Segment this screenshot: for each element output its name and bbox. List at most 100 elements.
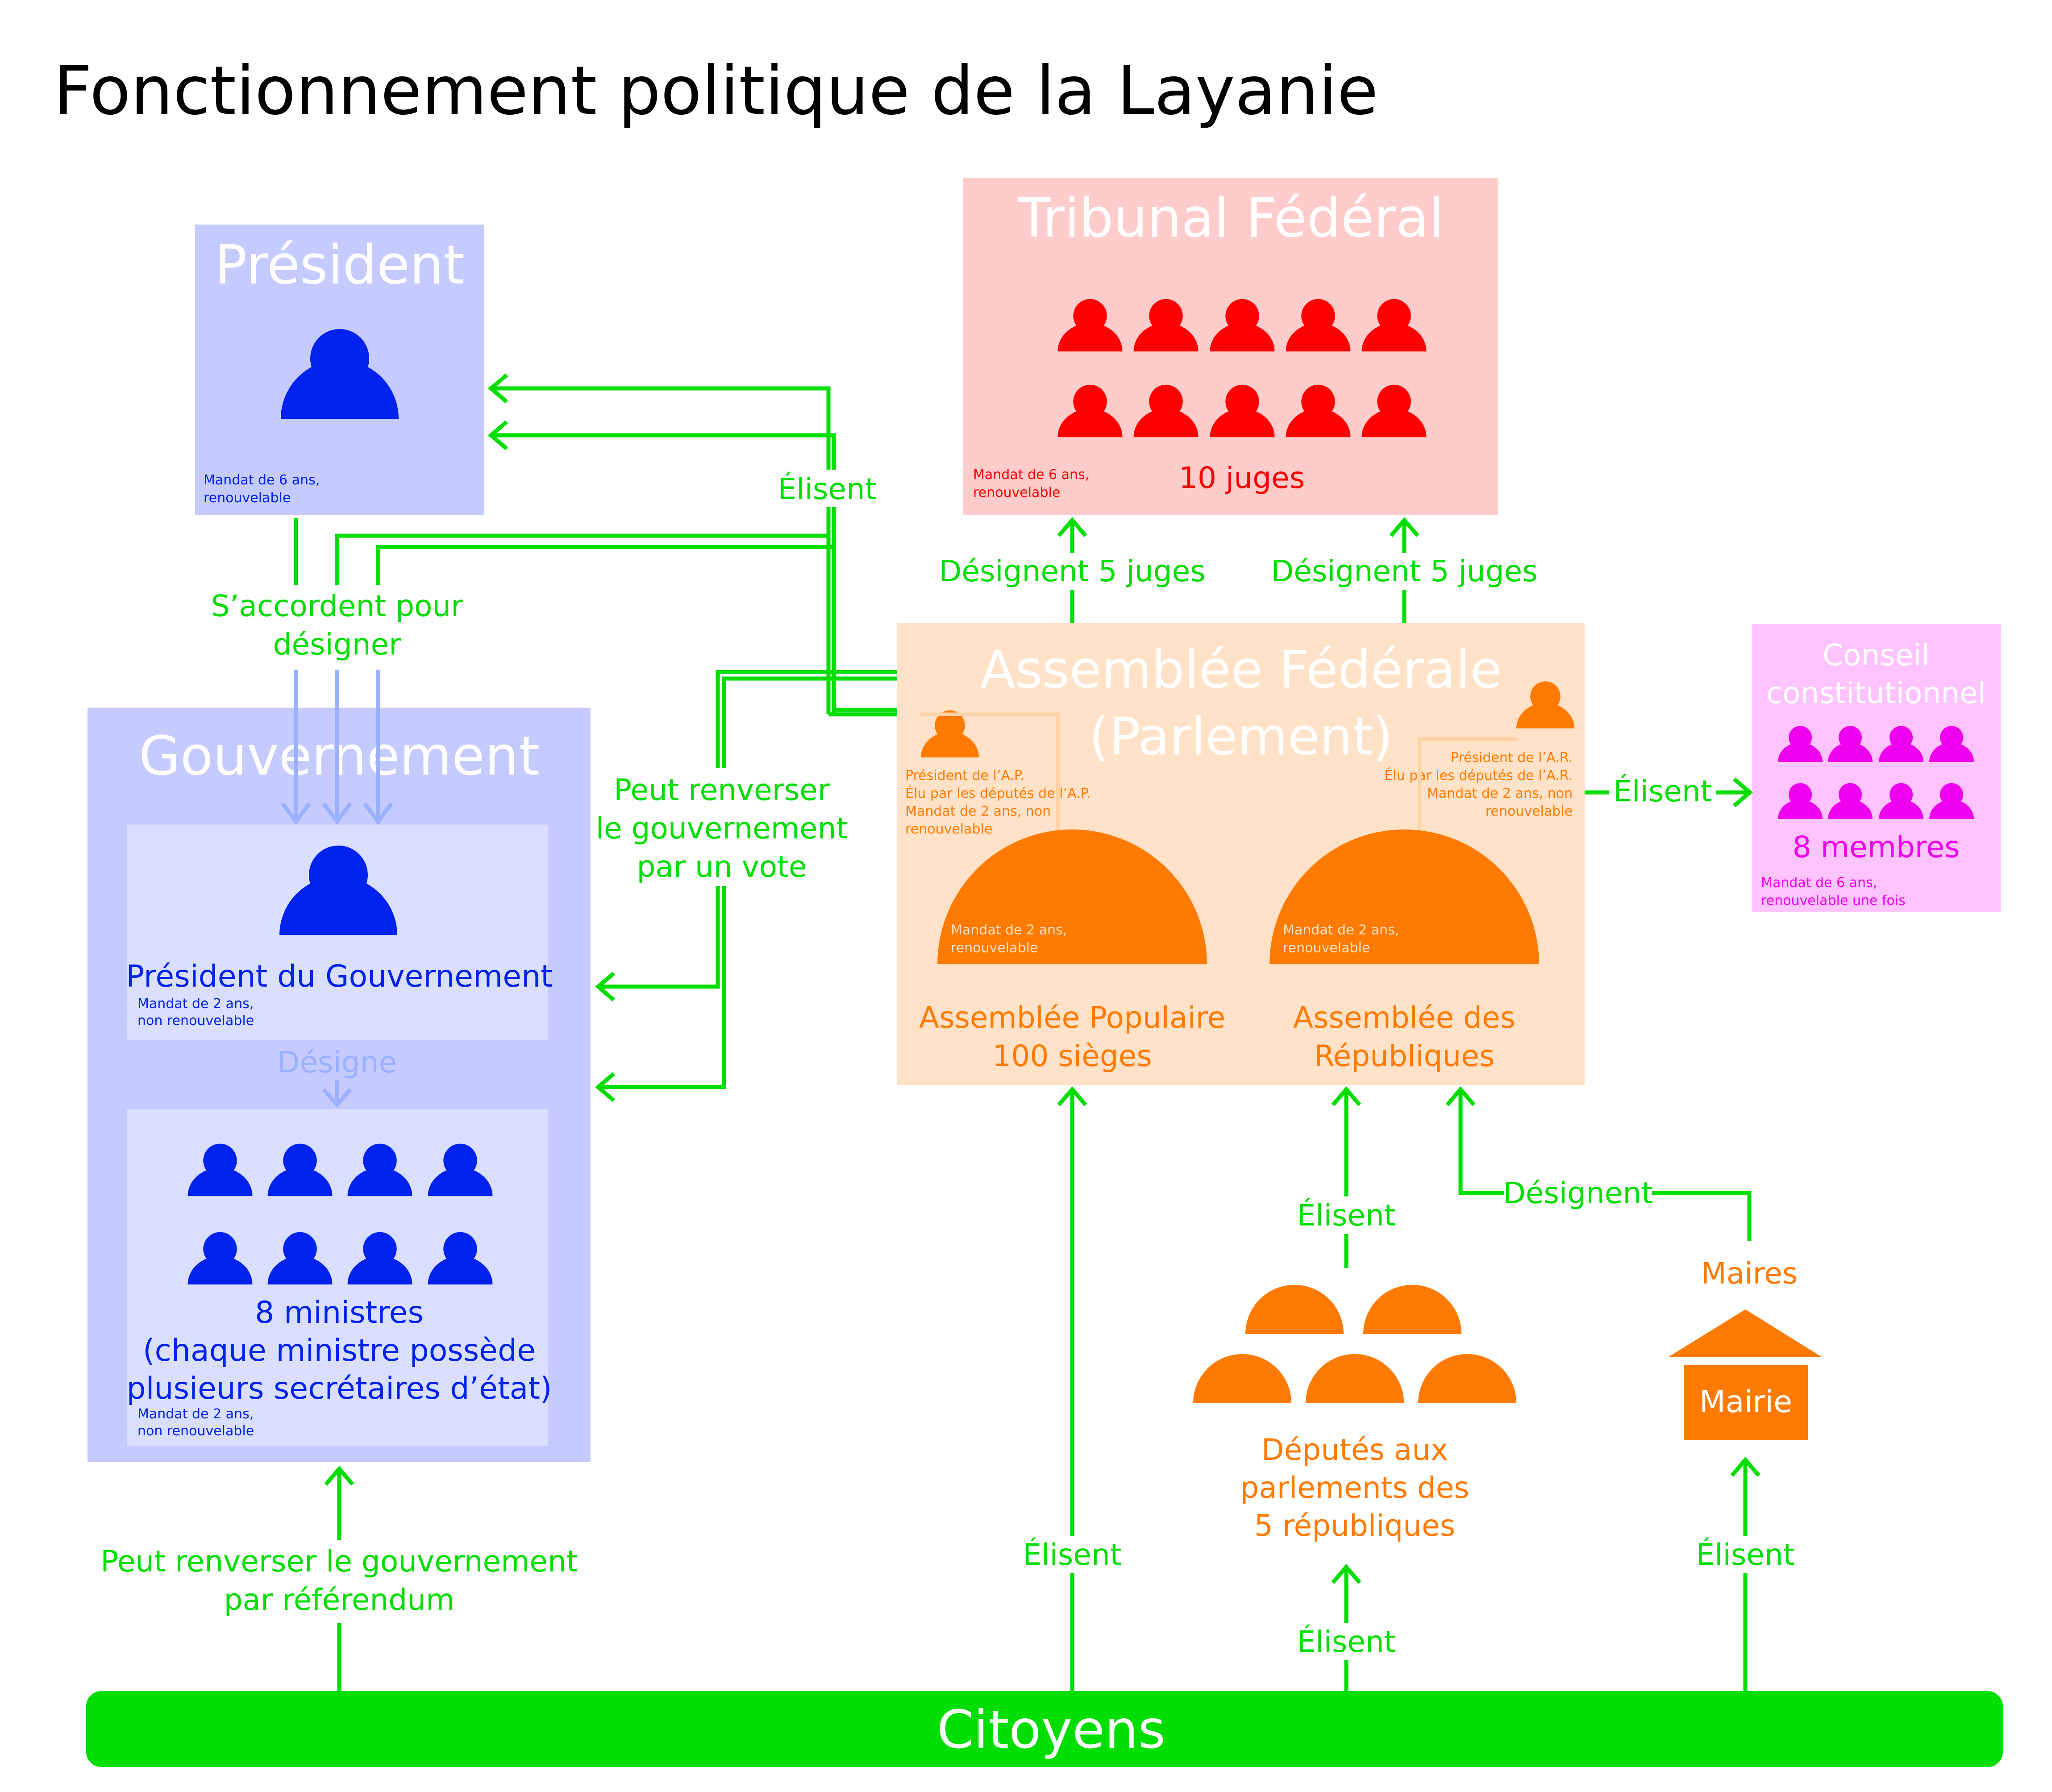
ar-note-2: renouvelable	[1283, 940, 1370, 956]
conseil-box	[1752, 624, 2001, 912]
ap-note-2: renouvelable	[951, 940, 1038, 956]
renverser-vote-label-bg	[598, 768, 846, 886]
arrowhead	[281, 802, 311, 825]
saccordent-line-2: désigner	[273, 627, 402, 662]
conseil-note-1: Mandat de 6 ans,	[1761, 875, 1877, 891]
elisent-maires-label: Élisent	[1696, 1537, 1794, 1572]
hemicycle-icon	[1269, 829, 1539, 964]
chef-note-1: Mandat de 2 ans,	[137, 996, 254, 1012]
designent-juges-2: Désignent 5 juges	[1271, 554, 1537, 588]
hemicycle-icon	[1306, 1354, 1404, 1403]
conseil-title-1: Conseil	[1823, 638, 1930, 672]
citoyens-label: Citoyens	[937, 1699, 1165, 1760]
ministres-line-3: plusieurs secrétaires d’état)	[126, 1371, 552, 1406]
pres-ap-4: renouvelable	[905, 821, 992, 837]
ministres-note-2: non renouvelable	[137, 1423, 254, 1439]
renverser-vote-line-2: le gouvernement	[596, 811, 848, 846]
tribunal-count: 10 juges	[1179, 461, 1305, 495]
pres-ar-2: Élu par les députés de l’A.R.	[1384, 767, 1573, 783]
elisent-president-label: Élisent	[778, 471, 876, 506]
arrowhead	[595, 971, 615, 1002]
arrowhead	[1733, 777, 1753, 808]
conseil-note-2: renouvelable une fois	[1761, 893, 1906, 909]
page-title: Fonctionnement politique de la Layanie	[54, 52, 1378, 130]
president-note-1: Mandat de 6 ans,	[204, 472, 320, 488]
assemblee-title-2: (Parlement)	[1089, 707, 1393, 767]
arrowhead	[324, 1466, 354, 1486]
deputes-line-2: parlements des	[1240, 1471, 1469, 1505]
ar-label-2: Républiques	[1314, 1039, 1495, 1073]
president-title: Président	[215, 234, 465, 296]
town-hall-icon	[1668, 1309, 1822, 1357]
hemicycle-icon	[937, 829, 1207, 964]
pres-ar-4: renouvelable	[1486, 804, 1573, 819]
ar-label-1: Assemblée des	[1293, 1000, 1515, 1035]
elisent-ar-label: Élisent	[1297, 1198, 1395, 1233]
arrowhead	[1331, 1086, 1361, 1106]
designent-juges-1-bg	[942, 553, 1205, 590]
saccordent-line-1: S’accordent pour	[211, 589, 464, 623]
pres-ap-1: Président de l’A.P.	[905, 768, 1024, 783]
pres-ap-3: Mandat de 2 ans, non	[905, 804, 1051, 819]
mairie-box	[1684, 1365, 1808, 1440]
ar-note-1: Mandat de 2 ans,	[1283, 922, 1399, 938]
ministres-line-2: (chaque ministre possède	[143, 1333, 536, 1368]
arrowhead	[1057, 1086, 1087, 1106]
flow-assemblee-gouv-1	[335, 533, 828, 594]
elisent-ar-bg	[1290, 1196, 1402, 1234]
deputes-line-3: 5 républiques	[1254, 1509, 1455, 1543]
chef-gouvernement-label: Président du Gouvernement	[126, 959, 553, 994]
ministres-line-1: 8 ministres	[255, 1295, 424, 1330]
conseil-count: 8 membres	[1793, 830, 1960, 864]
pres-ap-connector	[920, 713, 1060, 835]
renverser-ref-line-1: Peut renverser le gouvernement	[100, 1544, 578, 1579]
elisent-maires-bg	[1690, 1536, 1801, 1573]
hemicycle-icon	[1363, 1285, 1461, 1334]
pres-ar-connector	[1418, 737, 1518, 835]
conseil-title-2: constitutionnel	[1766, 676, 1986, 710]
elisent-label-bg	[768, 470, 897, 507]
flow-president-1	[492, 386, 831, 714]
flow-assemblee-gouv-2	[376, 545, 834, 594]
saccordent-label-bg	[210, 585, 469, 667]
hemicycle-icon	[1418, 1354, 1516, 1403]
arrowhead	[488, 420, 508, 450]
ap-label-1: Assemblée Populaire	[919, 1000, 1225, 1035]
elisent-ap-label: Élisent	[1023, 1537, 1121, 1572]
arrowhead	[1057, 517, 1087, 537]
renverser-vote-line-3: par un vote	[637, 850, 807, 884]
pres-ap-2: Élu par les députés de l’A.P.	[905, 785, 1091, 801]
maires-label: Maires	[1701, 1256, 1798, 1291]
elisent-conseil-bg	[1609, 772, 1716, 810]
tribunal-title: Tribunal Fédéral	[1017, 188, 1444, 250]
citoyens-bar	[86, 1691, 2003, 1767]
arrowhead	[322, 802, 352, 825]
elisent-deputes-label: Élisent	[1297, 1624, 1395, 1659]
referendum-label-bg	[100, 1540, 578, 1623]
arrowhead	[488, 373, 508, 404]
ministres-note-1: Mandat de 2 ans,	[137, 1406, 254, 1422]
ap-label-2: 100 sièges	[992, 1039, 1152, 1073]
designent-juges-1: Désignent 5 juges	[939, 554, 1205, 588]
tribunal-note-1: Mandat de 6 ans,	[973, 467, 1089, 483]
elisent-conseil-label: Élisent	[1613, 774, 1712, 808]
arrowhead	[363, 802, 393, 825]
designent-juges-2-bg	[1273, 553, 1536, 590]
hemicycle-icon	[1193, 1354, 1291, 1403]
assemblee-title-1: Assemblée Fédérale	[980, 640, 1502, 700]
designent-maires-bg	[1504, 1174, 1652, 1212]
hemicycle-icon	[1245, 1285, 1344, 1334]
arrowhead	[1331, 1564, 1361, 1584]
renverser-ref-line-2: par référendum	[224, 1583, 455, 1617]
designe-label: Désigne	[277, 1045, 397, 1079]
arrowhead	[1730, 1457, 1761, 1477]
deputes-hemicycles	[1193, 1285, 1516, 1403]
elisent-ap-bg	[1016, 1536, 1129, 1573]
renverser-vote-line-1: Peut renverser	[614, 773, 830, 807]
arrowhead	[1445, 1086, 1476, 1106]
elisent-deputes-bg	[1290, 1623, 1402, 1660]
deputes-line-1: Députés aux	[1261, 1433, 1448, 1467]
chef-note-2: non renouvelable	[137, 1013, 254, 1029]
designe-arrowhead	[322, 1088, 352, 1108]
